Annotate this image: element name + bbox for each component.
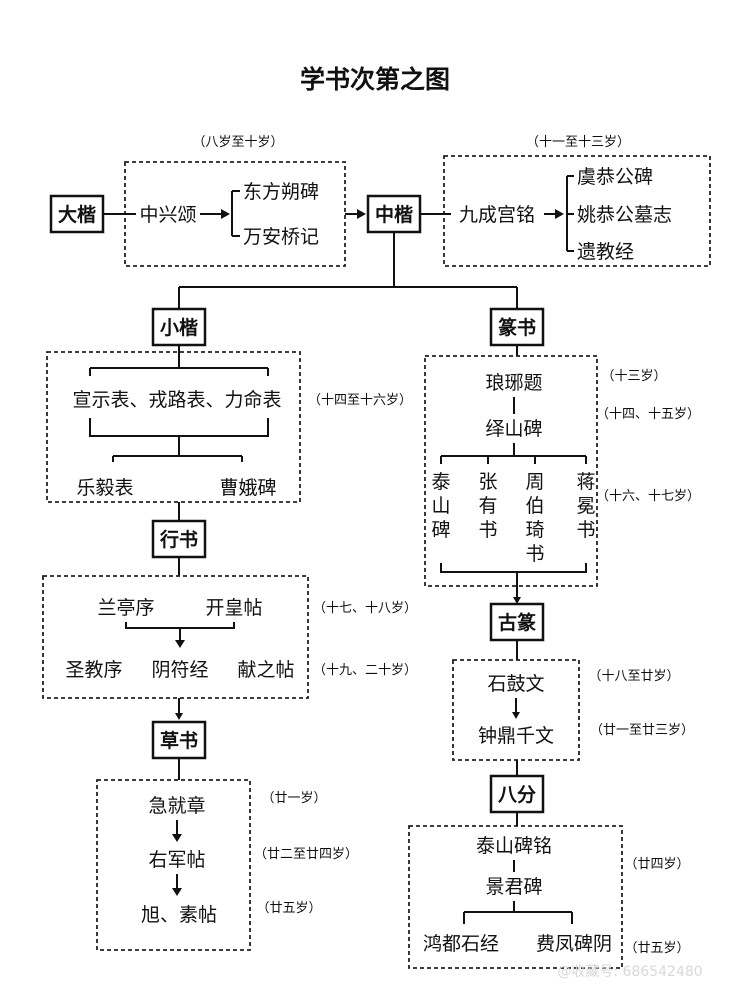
arrow-zhongxingsong (221, 209, 230, 219)
work-zhongxingsong: 中兴颂 (139, 204, 196, 226)
work-yaogong: 姚恭公墓志 (577, 204, 672, 226)
style-box-guzhuan (489, 602, 545, 642)
style-box-zhuanshu (489, 307, 545, 347)
group-box-xingshu (42, 575, 309, 699)
style-box-caoshu (151, 720, 207, 760)
work-shengjiao: 圣教序 (65, 659, 122, 681)
bracket-zhuanshu-top (440, 443, 587, 464)
work-zhoubo-col: 周伯琦书 (525, 471, 544, 565)
age-label-18-20: （十八至廿岁） (588, 669, 679, 684)
work-xuanshi: 宣示表、戎路表、力命表 (72, 389, 281, 411)
column-taishan: 泰山碑 (431, 471, 450, 541)
work-zhongding: 钟鼎千文 (478, 725, 554, 747)
work-lanting: 兰亭序 (97, 597, 154, 619)
arrow-to-guzhuan (513, 597, 521, 604)
bracket-jiuchenggong (566, 175, 574, 252)
work-zhangyou-col: 张有书 (478, 471, 497, 541)
style-label-guzhuan: 古篆 (498, 611, 536, 634)
age-label-25-b: （廿五岁） (624, 941, 689, 956)
group-box-bafen (408, 825, 623, 969)
diagram-title: 学书次第之图 (300, 65, 450, 94)
bracket-bafen (463, 901, 573, 924)
work-hongdu: 鸿都石经 (423, 933, 499, 955)
age-label-14-16: （十四至十六岁） (308, 393, 412, 408)
bracket-xingshu (125, 622, 235, 640)
age-label-22-24: （廿二至廿四岁） (254, 847, 358, 862)
column-zhoubo: 周伯琦书 (525, 471, 544, 565)
work-jiangmian-col: 蒋冕书 (576, 471, 595, 541)
work-taishanming: 泰山碑铭 (476, 835, 552, 857)
style-box-dakai (49, 194, 105, 234)
style-label-dakai: 大楷 (58, 203, 96, 226)
work-jijiu: 急就章 (148, 795, 205, 817)
work-feifeng: 费凤碑阴 (536, 933, 612, 955)
work-shigu: 石鼓文 (487, 673, 544, 695)
age-label-24: （廿四岁） (624, 857, 689, 872)
arrow-to-caoshu (175, 713, 183, 720)
age-label-13: （十三岁） (601, 369, 666, 384)
style-label-caoshu: 草书 (160, 729, 198, 752)
column-jiangmian: 蒋冕书 (576, 471, 595, 541)
bracket-xiaokai-top (89, 352, 269, 376)
age-label-19-20: （十九、二十岁） (313, 663, 417, 678)
work-cao-e: 曹娥碑 (219, 477, 276, 499)
bracket-xiaokai-bottom (89, 418, 269, 462)
age-label-16-17: （十六、十七岁） (596, 489, 700, 504)
work-xusu: 旭、素帖 (141, 904, 217, 926)
age-label-17-18: （十七、十八岁） (313, 601, 417, 616)
work-langya: 琅琊题 (485, 372, 542, 394)
work-yinfu: 阴符经 (151, 659, 208, 681)
work-yishan: 绎山碑 (485, 418, 542, 440)
work-yijiao: 遗教经 (577, 241, 634, 263)
work-leyi: 乐毅表 (76, 477, 133, 499)
work-kaihuang: 开皇帖 (205, 597, 262, 619)
arrow-shigu-zhongding (512, 712, 520, 719)
style-label-xiaokai: 小楷 (160, 316, 198, 339)
arrow-jijiu-youjun (172, 834, 182, 842)
work-yugong: 虞恭公碑 (577, 166, 653, 188)
column-zhangyou: 张有书 (478, 471, 497, 541)
work-dongfangshuo: 东方朔碑 (243, 181, 319, 203)
style-label-zhongkai: 中楷 (375, 203, 413, 226)
group-box-xiaokai (46, 351, 301, 503)
group-box-11-13 (443, 155, 711, 267)
bracket-zhongxingsong (231, 190, 240, 237)
work-youjun: 右军帖 (148, 849, 205, 871)
arrow-to-zhongkai (357, 209, 366, 219)
age-label-21: （廿一岁） (261, 791, 326, 806)
age-label-21-23: （廿一至廿三岁） (590, 723, 694, 738)
arrow-jiuchenggong (555, 209, 564, 219)
group-box-zhuanshu (424, 355, 598, 587)
style-label-bafen: 八分 (498, 784, 536, 806)
work-xianzhi: 献之帖 (237, 659, 294, 681)
age-label-14-15: （十四、十五岁） (596, 407, 700, 422)
connector-zhongkai-split (178, 232, 518, 309)
style-label-zhuanshu: 篆书 (498, 316, 536, 339)
arrow-youjun-xusu (172, 888, 182, 896)
arrow-xingshu (175, 640, 185, 648)
watermark-text: @收藏号: 686542480 (557, 964, 702, 980)
bracket-zhuanshu-bottom (440, 563, 587, 573)
work-wananqiao: 万安桥记 (243, 226, 319, 248)
age-label-8-10: （八岁至十岁） (192, 135, 283, 150)
style-label-xingshu: 行书 (159, 528, 198, 551)
work-jingjun: 景君碑 (485, 876, 542, 898)
group-box-caoshu (96, 779, 251, 951)
work-jiuchenggong: 九成宫铭 (459, 204, 535, 226)
style-box-xiaokai (151, 307, 207, 347)
age-label-25-a: （廿五岁） (256, 901, 321, 916)
work-taishan-col: 泰山碑 (431, 471, 450, 541)
age-label-11-13: （十一至十三岁） (526, 135, 630, 150)
